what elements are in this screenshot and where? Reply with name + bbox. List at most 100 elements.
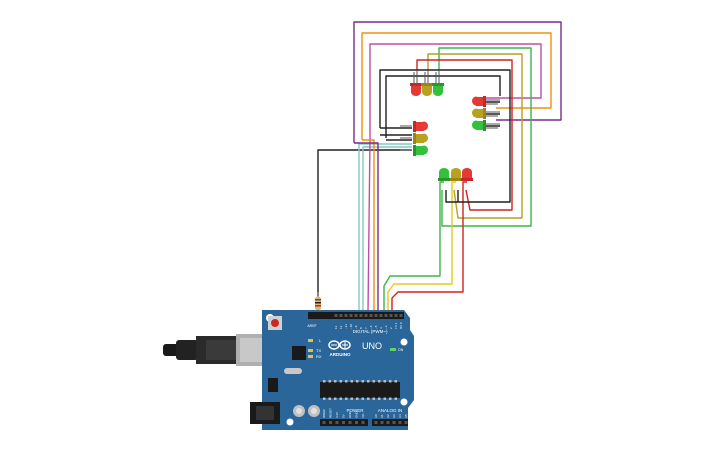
header-pin[interactable] [322, 421, 326, 424]
chip-pin [350, 380, 353, 383]
pin-label: 7 [364, 327, 368, 329]
led-red[interactable] [413, 121, 428, 132]
header-pin[interactable] [399, 314, 403, 317]
wire-orange[interactable] [361, 32, 552, 140]
wire-ground-resistor[interactable] [317, 149, 412, 296]
voltage-regulator [268, 378, 278, 392]
led-green[interactable] [472, 120, 486, 131]
pin-label: A4 [398, 414, 402, 418]
pin-label: IOREF [322, 409, 326, 418]
header-pin[interactable] [364, 314, 368, 317]
pin-label: ~3 [384, 325, 388, 329]
header-pin[interactable] [394, 314, 398, 317]
header-pin[interactable] [329, 421, 332, 424]
header-pin[interactable] [354, 314, 358, 317]
led-red[interactable] [472, 96, 486, 107]
mount-hole [400, 338, 408, 346]
chip-pin [389, 380, 392, 383]
wire-yellow-top[interactable] [427, 53, 523, 219]
header-pin[interactable] [344, 314, 348, 317]
wire-red-bottom[interactable] [391, 181, 467, 312]
header-pin[interactable] [355, 421, 358, 424]
header-pin[interactable] [369, 314, 373, 317]
traffic-light-top[interactable] [410, 70, 444, 96]
reset-button[interactable] [268, 316, 282, 330]
header-pin[interactable] [348, 421, 352, 424]
wire-yellow-bottom[interactable] [387, 181, 456, 312]
header-pin[interactable] [374, 314, 378, 317]
analog-header[interactable] [372, 419, 408, 426]
traffic-light-left[interactable] [400, 121, 428, 156]
chip-pin [339, 397, 342, 400]
led-yellow[interactable] [472, 108, 486, 119]
l-label: L [319, 338, 322, 343]
led-green[interactable] [413, 145, 428, 156]
dc-barrel-jack[interactable] [250, 402, 280, 424]
led-yellow[interactable] [450, 168, 462, 181]
resistor[interactable] [315, 292, 321, 316]
traffic-light-right[interactable] [472, 96, 500, 131]
chip-pin [334, 380, 337, 383]
microcontroller-chip [320, 380, 400, 400]
header-pin[interactable] [389, 314, 393, 317]
wire-bottom-links[interactable] [445, 190, 470, 203]
wire-teal-1[interactable] [358, 143, 412, 312]
wire-pink-down[interactable] [367, 136, 371, 313]
pin-label: 2 [389, 327, 393, 329]
traffic-light-bottom[interactable] [438, 168, 473, 181]
wire-red-top[interactable] [416, 59, 513, 211]
header-pin[interactable] [379, 314, 383, 317]
pin-label: ~5 [374, 325, 378, 329]
chip-pin [350, 397, 353, 400]
header-pin[interactable] [386, 421, 390, 424]
pin-label: GND [355, 411, 359, 419]
led-yellow[interactable] [413, 133, 428, 144]
chip-pin [383, 380, 386, 383]
wire-green-bottom[interactable] [383, 181, 444, 312]
header-pin[interactable] [359, 314, 363, 317]
wire-ground-top-2[interactable] [385, 75, 501, 138]
wire-green-top[interactable] [438, 47, 532, 227]
wire-left-links[interactable] [380, 127, 412, 141]
chip-pin [328, 380, 331, 383]
pin-label: A5 [404, 414, 408, 418]
wire-pink[interactable] [369, 43, 542, 137]
model-label: UNO [362, 341, 382, 351]
header-pin[interactable] [339, 314, 343, 317]
chip-pin [334, 397, 337, 400]
led-red[interactable] [461, 168, 473, 181]
header-pin[interactable] [342, 421, 345, 424]
header-pin[interactable] [380, 421, 384, 424]
wire-orange-down[interactable] [362, 139, 375, 312]
header-pin[interactable] [349, 314, 353, 317]
wire-purple-down[interactable] [354, 142, 379, 312]
header-pin[interactable] [392, 421, 396, 424]
header-pin[interactable] [374, 421, 378, 424]
pin-label: A0 [374, 414, 378, 418]
pin-label: GND [348, 411, 352, 419]
header-pin[interactable] [334, 314, 338, 317]
wire-purple[interactable] [353, 21, 562, 143]
led-green[interactable] [432, 83, 444, 96]
wire-teal-2[interactable] [362, 146, 412, 312]
header-pin[interactable] [404, 421, 408, 424]
header-pin[interactable] [398, 421, 402, 424]
led-green[interactable] [438, 168, 450, 181]
header-pin[interactable] [384, 314, 388, 317]
wire-ground-top[interactable] [379, 69, 511, 203]
usb-chip [292, 346, 306, 360]
led-red[interactable] [410, 83, 422, 96]
capacitor-icon [308, 405, 320, 417]
chip-pin [339, 380, 342, 383]
header-pin[interactable] [361, 421, 365, 424]
led-yellow[interactable] [421, 83, 433, 96]
pin-label: 8 [359, 327, 363, 329]
header-pin[interactable] [335, 421, 339, 424]
chip-pin [323, 380, 326, 383]
rx-label: RX [316, 354, 322, 359]
chip-pin [345, 380, 348, 383]
wire-right-links[interactable] [486, 101, 500, 127]
pin-label: RX 0 [399, 322, 403, 329]
